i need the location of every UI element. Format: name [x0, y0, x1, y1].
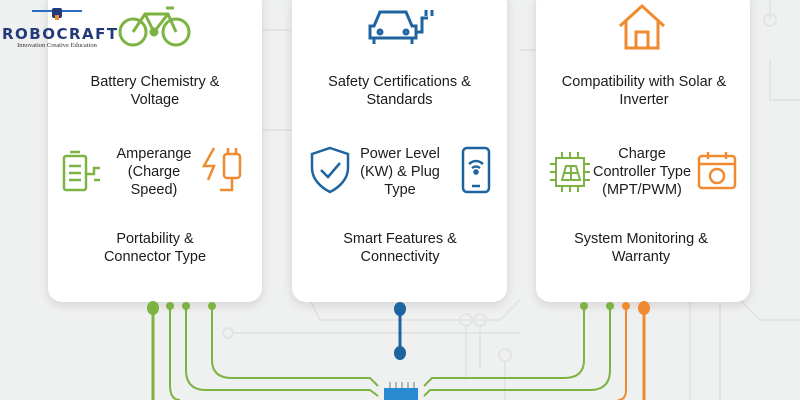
chip-icon [384, 382, 418, 400]
trace [211, 306, 379, 387]
card-battery [48, 0, 262, 302]
card1-top-label: Battery Chemistry & Voltage [90, 74, 220, 108]
card1-middle-label: Amperange (Charge Speed) [116, 146, 192, 198]
trace [423, 306, 585, 387]
shield-check-icon [310, 146, 350, 194]
electric-car-icon [368, 10, 434, 44]
card-solar [536, 0, 750, 302]
solar-chip-icon [550, 152, 590, 192]
trace [185, 306, 379, 397]
robocraft-logo: ROBOCRAFT Innovation Creative Education [2, 6, 119, 49]
card3-middle-label: Charge Controller Type (MPT/PWM) [592, 146, 692, 198]
trace [423, 306, 611, 397]
bicycle-icon [118, 6, 191, 47]
calendar-warranty-icon [697, 152, 737, 190]
logo-name: ROBOCRAFT [2, 25, 119, 43]
trace-pads [147, 301, 650, 360]
trace [617, 306, 627, 400]
battery-charging-icon [62, 150, 100, 192]
logo-tagline: Innovation Creative Education [17, 42, 97, 49]
trace [169, 306, 181, 400]
card1-bottom-label: Portability & Connector Type [103, 231, 207, 265]
card2-bottom-label: Smart Features & Connectivity [343, 231, 457, 265]
card2-top-label: Safety Certifications & Standards [328, 74, 471, 108]
card3-top-label: Compatibility with Solar & Inverter [561, 74, 727, 108]
card3-bottom-label: System Monitoring & Warranty [574, 231, 708, 265]
card2-middle-label: Power Level (KW) & Plug Type [360, 146, 440, 198]
card-safety [292, 0, 507, 302]
smartphone-wifi-icon [461, 146, 491, 194]
house-icon [618, 3, 666, 50]
charger-plug-icon [201, 147, 242, 192]
drone-icon [32, 8, 82, 20]
